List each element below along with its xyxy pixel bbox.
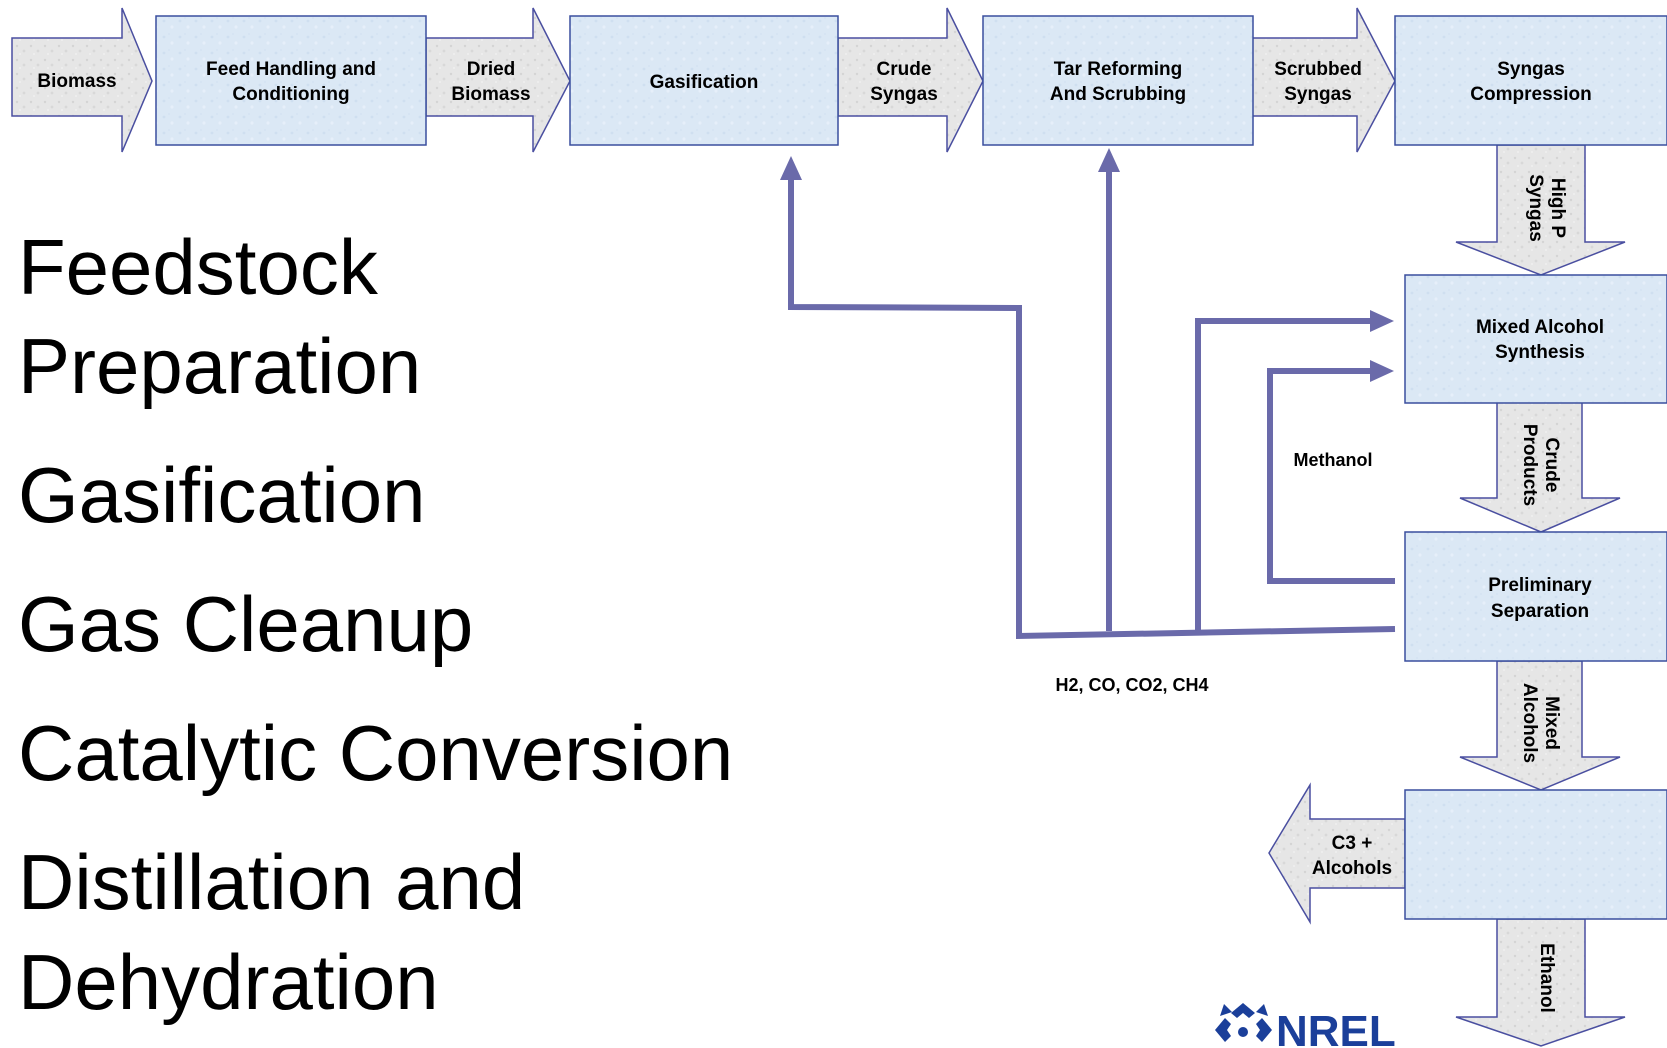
light-gases-label: H2, CO, CO2, CH4 — [1055, 675, 1208, 695]
arrow-label-crude-products: Products — [1519, 424, 1540, 506]
arrow-c3-alcohols: C3 + Alcohols — [1268, 782, 1406, 925]
arrow-label-ethanol: Ethanol — [1536, 943, 1557, 1013]
tar-reforming-recycle-arrowhead — [1098, 148, 1120, 172]
box-label-tar-reforming: Tar Reforming — [1054, 59, 1182, 80]
arrow-label-crude-p: Crude — [1541, 438, 1562, 493]
arrow-crude-syngas: Crude Syngas — [837, 7, 984, 153]
step-preparation: Preparation — [18, 322, 421, 410]
arrow-label-dried-biomass: Biomass — [451, 84, 530, 105]
box-syngas-compression: Syngas Compression — [1394, 15, 1667, 146]
step-catalytic-conversion: Catalytic Conversion — [18, 709, 733, 797]
arrow-label-c3: C3 + — [1332, 833, 1373, 854]
methanol-recycle-line — [1267, 368, 1395, 584]
box-label-compression: Compression — [1470, 84, 1591, 105]
box-label-feed-handling: Feed Handling and — [206, 59, 376, 80]
box-label-synthesis: Synthesis — [1495, 342, 1585, 363]
step-dehydration: Dehydration — [18, 938, 439, 1026]
box-tar-reforming: Tar Reforming And Scrubbing — [982, 15, 1254, 146]
nrel-logo-text: NREL — [1276, 1007, 1396, 1048]
arrow-ethanol: Ethanol — [1455, 918, 1626, 1047]
gas-recycle-to-synthesis-line — [1195, 318, 1372, 631]
methanol-recycle-arrowhead — [1370, 360, 1394, 382]
methanol-label: Methanol — [1294, 450, 1373, 470]
box-label-mixed-alcohol: Mixed Alcohol — [1476, 317, 1604, 338]
nrel-logo-mark — [1215, 1003, 1272, 1042]
gas-recycle-to-gasification-line — [788, 172, 1396, 640]
arrow-label-scrubbed-syngas: Syngas — [1284, 84, 1352, 105]
synthesis-recycle-arrowhead — [1370, 310, 1394, 332]
recycle-lines — [788, 172, 1396, 640]
box-distillation — [1404, 789, 1667, 920]
box-label-separation: Separation — [1491, 601, 1589, 622]
arrow-crude-products: Crude Products — [1459, 401, 1621, 533]
box-gasification: Gasification — [569, 15, 839, 146]
arrow-label-mixed-alcohols: Alcohols — [1519, 683, 1540, 763]
box-mixed-alcohol-synthesis: Mixed Alcohol Synthesis — [1404, 274, 1667, 404]
arrow-biomass: Biomass — [11, 7, 153, 153]
arrow-scrubbed-syngas: Scrubbed Syngas — [1249, 7, 1396, 153]
box-preliminary-separation: Preliminary Separation — [1404, 531, 1667, 662]
arrow-label-biomass: Biomass — [37, 71, 116, 92]
arrow-label-mixed: Mixed — [1541, 696, 1562, 750]
recycle-arrowheads — [780, 148, 1394, 382]
arrow-mixed-alcohols: Mixed Alcohols — [1459, 660, 1621, 791]
gasification-recycle-arrowhead — [780, 156, 802, 180]
step-distillation: Distillation and — [18, 838, 525, 926]
step-feedstock: Feedstock — [18, 223, 379, 311]
box-label-conditioning: Conditioning — [232, 84, 349, 105]
arrow-label-high-p: High P — [1547, 178, 1568, 238]
box-label-and-scrubbing: And Scrubbing — [1050, 84, 1186, 105]
box-label-syngas: Syngas — [1497, 59, 1565, 80]
nrel-logo: NREL — [1215, 1003, 1396, 1048]
arrow-label-high-p-syngas: Syngas — [1525, 174, 1546, 242]
arrow-label-crude-syngas: Syngas — [870, 84, 938, 105]
arrow-label-scrubbed: Scrubbed — [1274, 59, 1362, 80]
arrow-label-crude: Crude — [877, 59, 932, 80]
step-gas-cleanup: Gas Cleanup — [18, 580, 473, 668]
box-label-preliminary: Preliminary — [1488, 575, 1592, 596]
steps-list: Feedstock Preparation Gasification Gas C… — [18, 223, 733, 1026]
arrow-dried-biomass: Dried Biomass — [425, 7, 571, 153]
step-gasification: Gasification — [18, 451, 426, 539]
box-label-gasification: Gasification — [650, 72, 759, 93]
arrow-label-c3-alcohols: Alcohols — [1312, 858, 1392, 879]
arrow-label-dried: Dried — [467, 59, 516, 80]
box-feed-handling: Feed Handling and Conditioning — [155, 15, 427, 146]
arrow-high-p-syngas: High P Syngas — [1455, 144, 1626, 276]
